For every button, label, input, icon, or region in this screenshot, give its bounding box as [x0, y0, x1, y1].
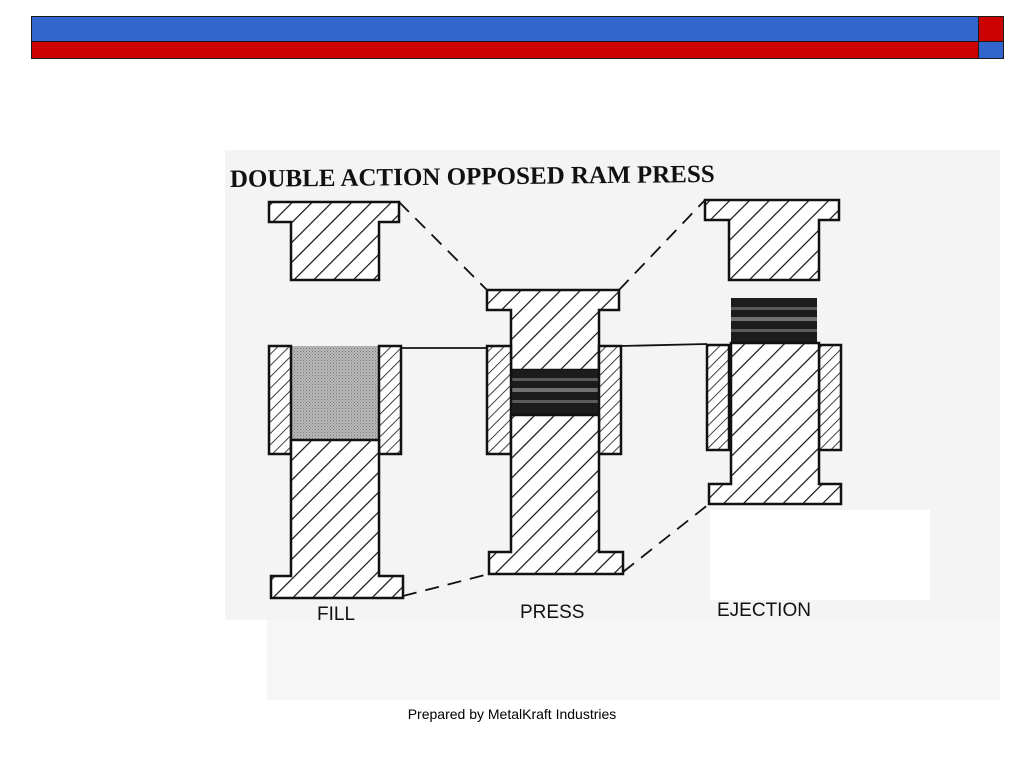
- fill-die-right: [377, 344, 403, 456]
- ejected-compact: [731, 298, 817, 343]
- fill-upper-punch: [267, 200, 401, 282]
- footer-credit: Prepared by MetalKraft Industries: [407, 706, 617, 722]
- press-die-left: [485, 344, 513, 456]
- ejection-die-left: [705, 343, 731, 452]
- ram-press-figure: DOUBLE ACTION OPPOSED RAM PRESS FILL PRE…: [225, 150, 1005, 702]
- header-corner-square-blue: [978, 42, 1004, 59]
- press-die-right: [597, 344, 623, 456]
- fill-powder: [291, 346, 379, 440]
- fill-die-left: [267, 344, 293, 456]
- connector-lines: [398, 199, 710, 597]
- header-corner-square-red: [978, 16, 1004, 42]
- ejection-die-right: [817, 343, 843, 452]
- ejection-lower-punch: [707, 341, 843, 506]
- stage-label-ejection: EJECTION: [717, 600, 811, 621]
- press-stage: PRESS: [485, 288, 625, 623]
- fill-lower-punch: [269, 438, 405, 600]
- press-lower-punch: [487, 413, 625, 576]
- figure-title: DOUBLE ACTION OPPOSED RAM PRESS: [230, 161, 715, 193]
- ram-press-diagram: DOUBLE ACTION OPPOSED RAM PRESS FILL PRE…: [225, 150, 1000, 700]
- stage-label-fill: FILL: [317, 604, 355, 625]
- header-bar-red: [31, 42, 978, 59]
- ejection-stage: EJECTION: [703, 198, 843, 621]
- ejection-upper-punch: [703, 198, 841, 282]
- press-compact: [511, 370, 599, 415]
- stage-label-press: PRESS: [520, 602, 584, 623]
- header-bar-blue: [31, 16, 978, 42]
- fill-stage: FILL: [267, 200, 405, 625]
